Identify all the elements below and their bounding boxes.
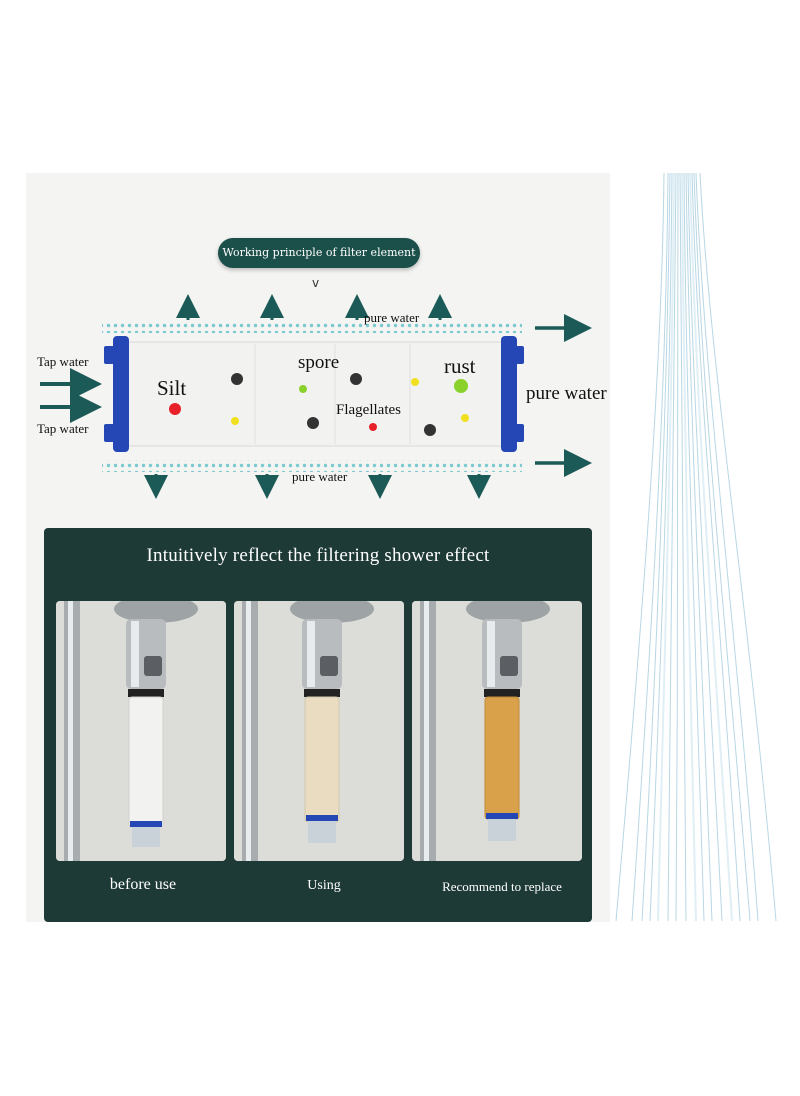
- effect-title: Intuitively reflect the filtering shower…: [146, 545, 490, 566]
- dotted-band-top: [102, 321, 522, 333]
- right-end-cap: [501, 336, 517, 452]
- filter-diagram: [40, 294, 592, 499]
- dotted-band-bottom: [102, 460, 522, 472]
- pure-water-label: pure water: [292, 469, 348, 484]
- pure-water-label: pure water: [364, 310, 420, 325]
- photo-recommend-replace: [412, 601, 582, 861]
- flagellates-label: Flagellates: [336, 402, 401, 418]
- silt-label: Silt: [157, 376, 187, 400]
- photo-using: [234, 601, 404, 861]
- left-end-cap: [113, 336, 129, 452]
- rust-label: rust: [444, 354, 476, 378]
- pure-water-label: pure water: [526, 383, 607, 404]
- caption-recommend-replace: Recommend to replace: [442, 879, 562, 894]
- tap-water-label: Tap water: [37, 421, 89, 436]
- photo-before-use: [56, 601, 226, 861]
- section-badge: Working principle of filter element: [218, 238, 420, 268]
- spore-label: spore: [298, 352, 340, 373]
- caption-using: Using: [307, 878, 341, 893]
- tap-water-label: Tap water: [37, 354, 89, 369]
- chevron-down-icon: v: [312, 276, 320, 290]
- caption-before-use: before use: [109, 876, 177, 893]
- water-stream-image: [615, 173, 777, 921]
